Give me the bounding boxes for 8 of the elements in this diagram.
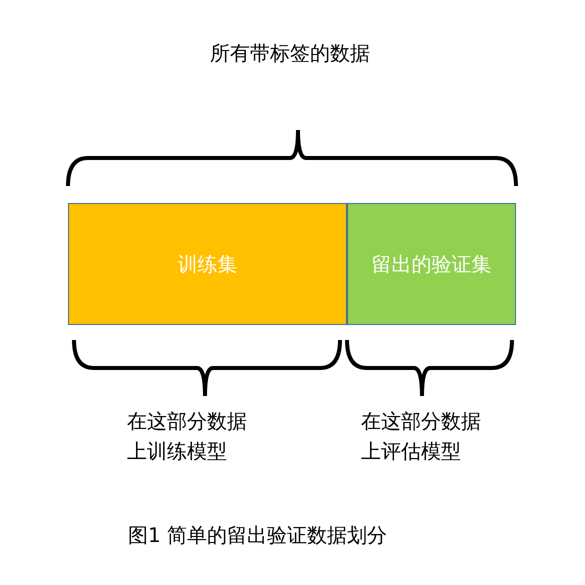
annotation-text: 所有带标签的数据	[209, 40, 371, 67]
segment-bar	[68, 203, 347, 325]
annotation-text: 在这部分数据上训练模型	[127, 408, 248, 465]
annotation-text: 在这部分数据上评估模型	[361, 408, 482, 465]
segment-bar	[347, 203, 516, 325]
caption: 图1 简单的留出验证数据划分	[128, 522, 388, 549]
segment-label: 训练集	[178, 251, 238, 278]
segment-label: 留出的验证集	[372, 251, 492, 278]
